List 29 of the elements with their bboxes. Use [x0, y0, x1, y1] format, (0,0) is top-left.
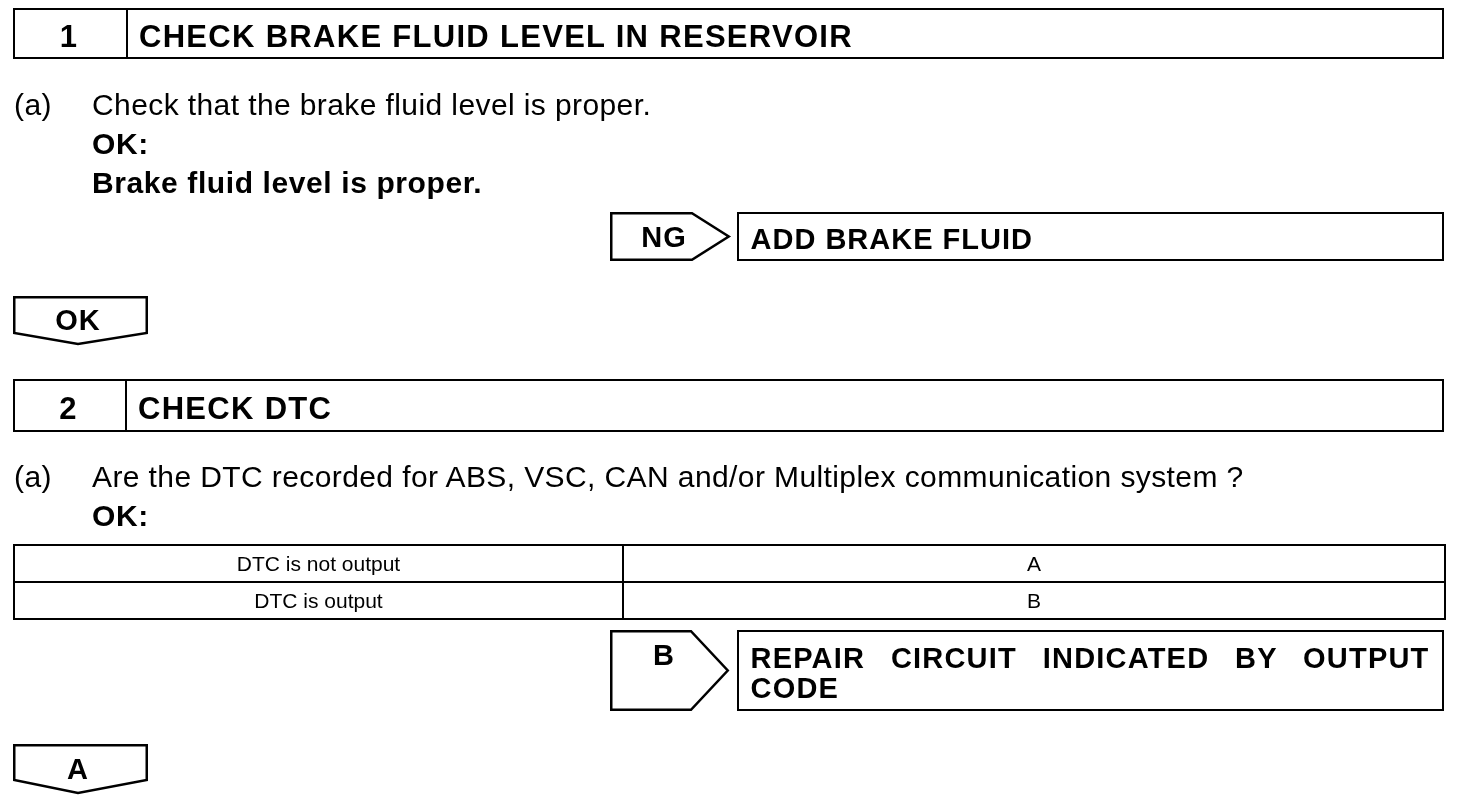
result-arrow-tab [610, 630, 729, 711]
table-cell: DTC is output [14, 582, 623, 619]
branch-label: B [653, 641, 675, 670]
action-text: ADD BRAKE FLUID [750, 224, 1033, 254]
down-arrow-tab [13, 744, 148, 794]
table-cell: DTC is not output [14, 545, 623, 582]
question-text: Are the DTC recorded for ABS, VSC, CAN and/or Multiplex communication system ? [92, 461, 1244, 492]
step-title: CHECK BRAKE FLUID LEVEL IN RESERVOIR [139, 20, 853, 52]
criterion-heading: OK: [92, 500, 149, 531]
step-title: CHECK DTC [138, 392, 333, 424]
branch-label: A [67, 754, 89, 784]
step-number: 1 [59, 20, 79, 52]
action-box [737, 212, 1444, 261]
down-arrow-tab [13, 296, 148, 345]
instruction-text: Check that the brake fluid level is proper. [92, 90, 652, 121]
branch-label: OK [55, 305, 101, 335]
action-box [737, 630, 1444, 711]
action-text: REPAIR CIRCUIT INDICATED BY OUTPUT CODE [750, 642, 1430, 703]
table-cell: A [623, 545, 1445, 582]
criterion-text: Brake fluid level is proper. [92, 168, 483, 199]
step-header-box [13, 8, 1444, 59]
criterion-heading: OK: [92, 128, 149, 159]
result-arrow-tab [610, 212, 730, 261]
item-marker: (a) [14, 461, 52, 492]
table-cell: B [623, 582, 1445, 619]
step-header-box [13, 379, 1444, 432]
item-marker: (a) [14, 90, 52, 121]
step-number: 2 [59, 392, 78, 424]
branch-label: NG [641, 222, 687, 252]
